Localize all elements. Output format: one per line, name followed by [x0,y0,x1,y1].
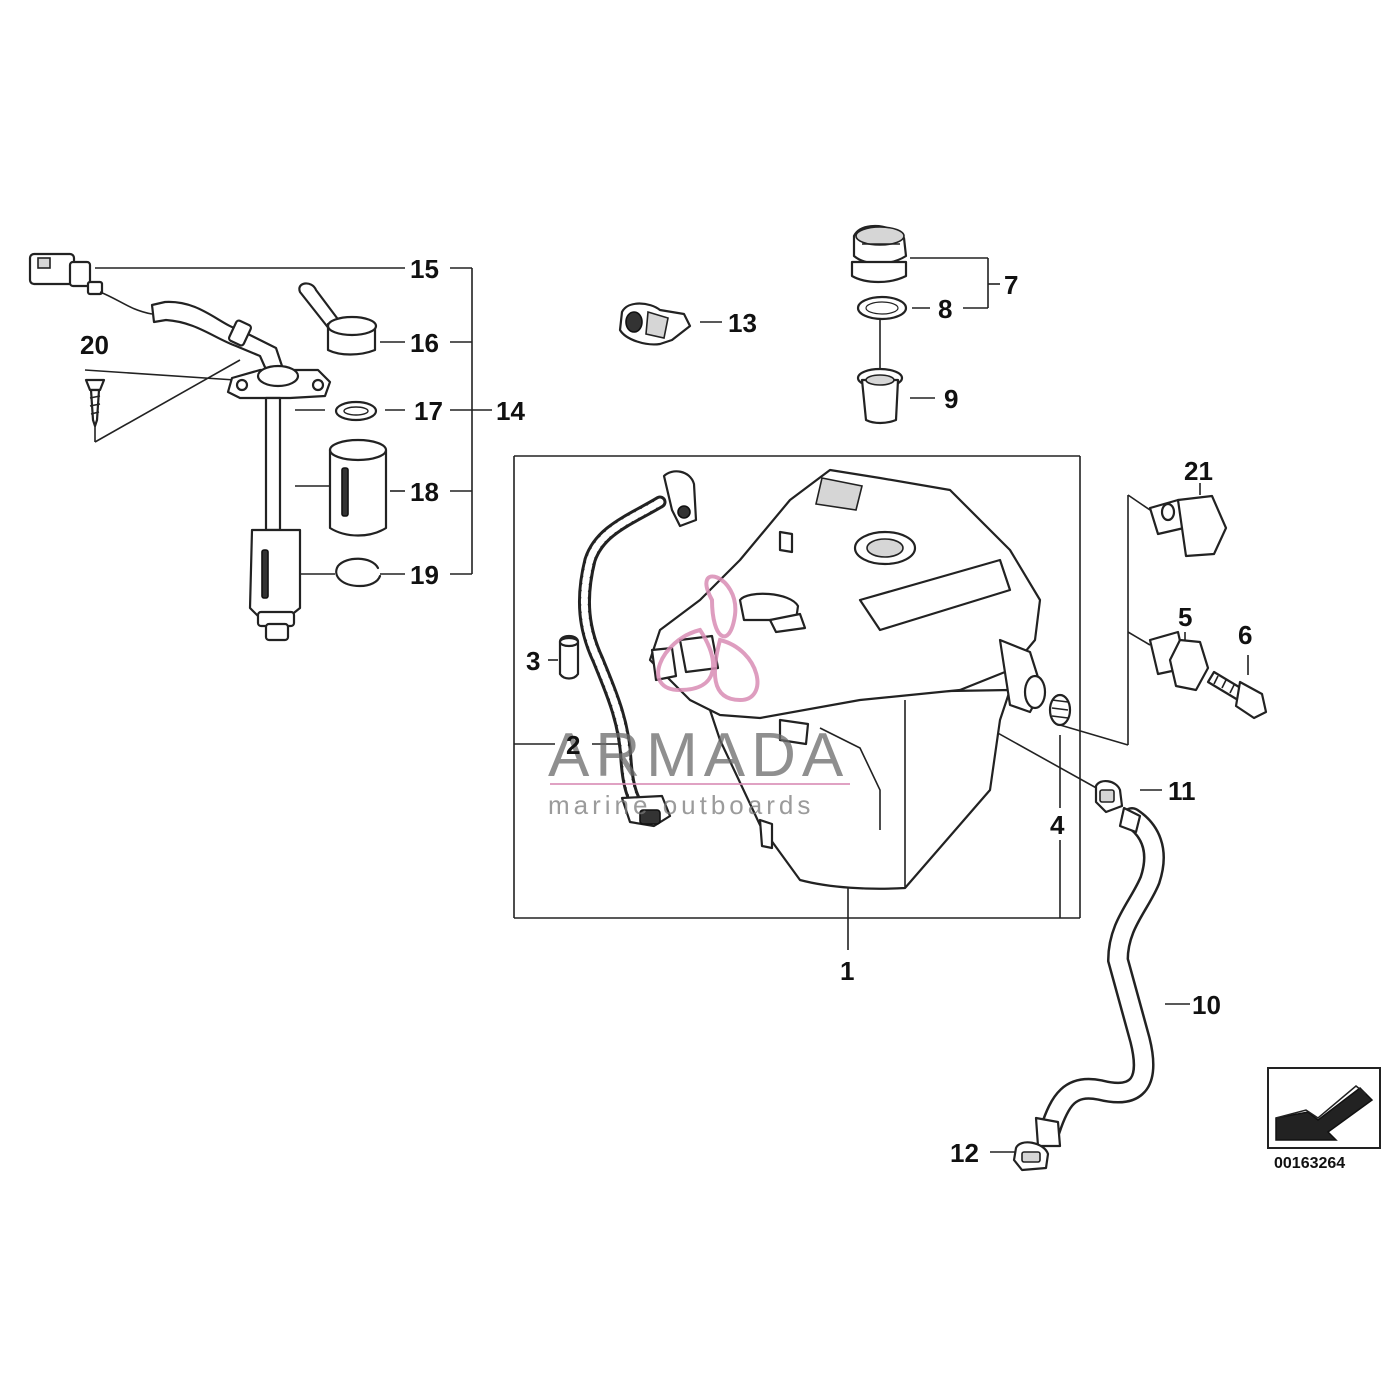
item-1-fuel-tank [648,468,1047,890]
watermark-brand: ARMADA [548,721,849,790]
callout-10: 10 [1192,990,1221,1020]
callout-6: 6 [1238,620,1252,650]
fuel-pump-assembly [28,252,332,642]
item-21-fitting [1148,494,1228,558]
item-13-clip [618,302,692,346]
callout-17: 17 [414,396,443,426]
watermark-tagline: marine outboards [548,790,814,820]
electrical-connector [28,252,104,296]
item-19-circlip [335,557,382,588]
item-6-bolt [1206,670,1268,720]
callout-12: 12 [950,1138,979,1168]
item-17-o-ring [334,400,378,422]
item-11-hose-clamp [1094,780,1124,814]
callout-18: 18 [410,477,439,507]
callout-2: 2 [566,730,580,760]
callout-20: 20 [80,330,109,360]
callout-8: 8 [938,294,952,324]
item-20-screw [84,378,106,428]
item-3-grommet [558,634,580,680]
callout-16: 16 [410,328,439,358]
item-12-hose-clamp [1012,1141,1050,1172]
callout-14: 14 [496,396,525,426]
callout-labels: 1 2 3 4 5 6 7 8 9 10 11 12 13 14 15 16 1… [80,254,1252,1168]
item-5-spacer [1148,630,1210,692]
view-direction-arrow-icon [1275,1085,1374,1141]
item-16-hose-cap [298,282,378,356]
item-2-vent-hose [577,470,698,828]
callout-7: 7 [1004,270,1018,300]
callout-1: 1 [840,956,854,986]
leader-lines [84,257,1249,1153]
item-4-rubber-mount [1048,693,1072,727]
diagram-reference-number: 00163264 [1274,1155,1345,1172]
propeller-logo-icon [656,574,760,703]
item-8-seal-ring [856,295,908,321]
view-direction-box [1267,1067,1381,1149]
callout-9: 9 [944,384,958,414]
callout-5: 5 [1178,602,1192,632]
item-18-filter-sleeve [328,438,388,537]
callout-21: 21 [1184,456,1213,486]
item-9-filler-neck [856,367,904,425]
callout-15: 15 [410,254,439,284]
callout-11: 11 [1168,776,1196,806]
item-10-fuel-hose [1034,806,1165,1148]
item-7-filler-cap [850,224,908,284]
armada-watermark: ARMADA marine outboards [548,574,850,820]
callout-19: 19 [410,560,439,590]
callout-13: 13 [728,308,757,338]
callout-4: 4 [1050,810,1065,840]
callout-3: 3 [526,646,540,676]
